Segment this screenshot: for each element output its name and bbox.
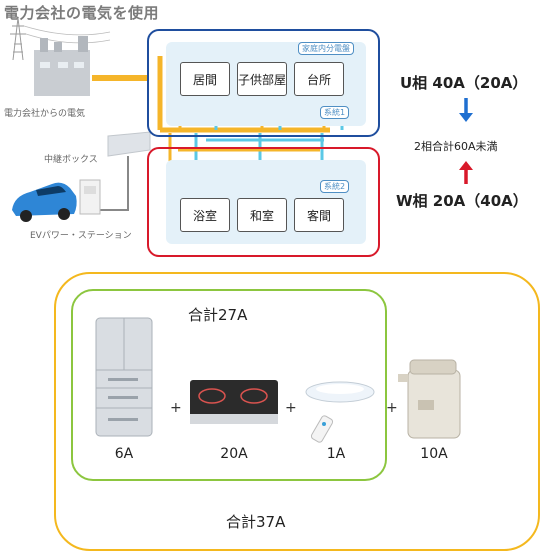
phase-total-label: 2相合計60A未満 [414,140,498,153]
room-living: 居間 [180,62,230,96]
w-phase-label: W相 20A（40A） [396,192,528,210]
ev-car-icon [12,182,77,222]
arrow-down-icon [459,113,473,122]
room-kitchen: 台所 [294,62,344,96]
plus-sign: + [386,400,398,416]
plus-sign: + [285,400,297,416]
room-japanese: 和室 [237,198,287,232]
refrigerator-icon [95,317,153,437]
room-bath: 浴室 [180,198,230,232]
system1-box [147,29,380,137]
relay-box-label: 中継ボックス [44,155,98,165]
ih-cooktop-amps: 20A [220,446,248,462]
grid-label: 電力会社からの電気 [4,109,86,119]
refrigerator-amps: 6A [114,446,134,462]
inner-total-label: 合計27A [188,306,248,324]
outer-total-label: 合計37A [226,513,286,531]
outer-total-box [54,272,540,551]
system2-tag: 系統2 [320,180,350,193]
power-plant-icon [34,36,90,96]
ih-cooktop-icon [190,380,278,424]
electric-kettle-icon [398,359,461,439]
room-kids: 子供部屋 [237,62,287,96]
arrow-up-icon [459,161,473,170]
ev-station-icon [79,179,101,215]
room-guest: 客間 [294,198,344,232]
transmission-tower-icon [10,17,26,61]
system2-box [147,147,380,257]
page-title: 電力会社の電気を使用 [4,4,160,22]
ceiling-light-amps: 1A [326,446,346,462]
inner-total-box [71,289,387,481]
u-phase-label: U相 40A（20A） [400,74,528,92]
distribution-board-tag: 家庭内分電盤 [298,42,354,55]
ev-station-label: EVパワー・ステーション [30,231,132,241]
ceiling-light-icon [305,381,375,443]
kettle-amps: 10A [420,446,448,462]
plus-sign: + [170,400,182,416]
system1-tag: 系統1 [320,106,350,119]
